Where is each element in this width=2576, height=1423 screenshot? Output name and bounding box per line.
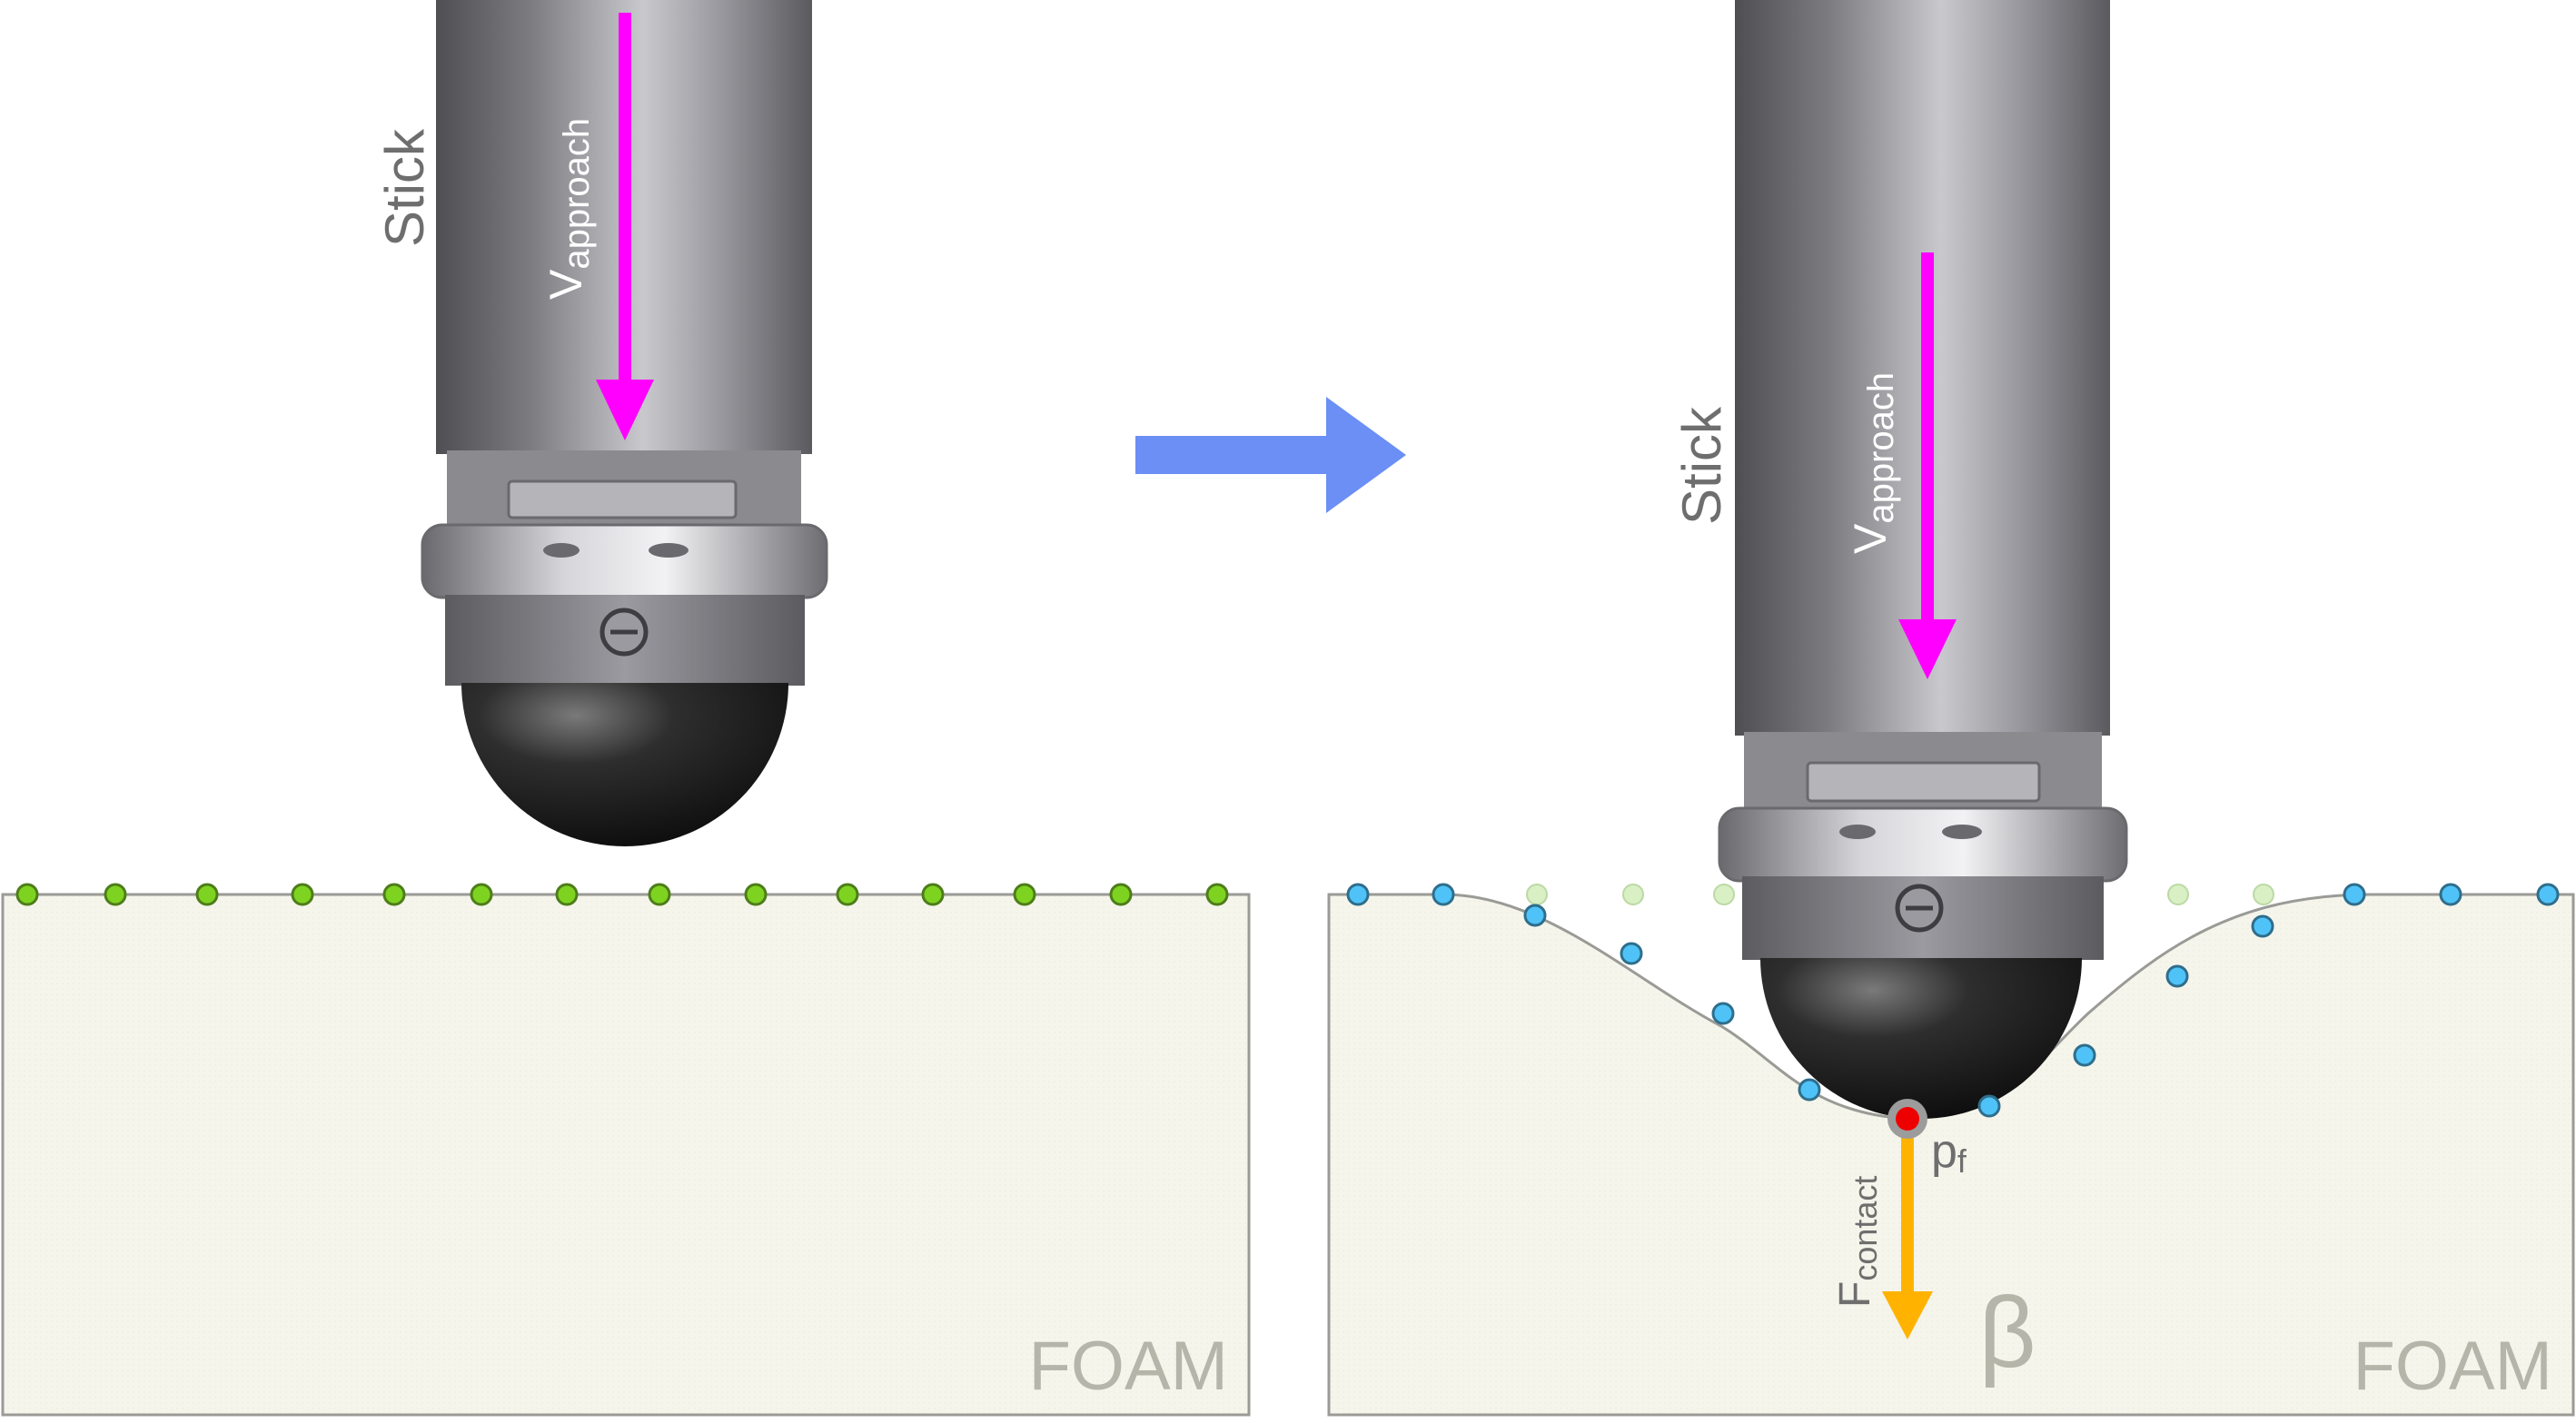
velocity-symbol: V: [540, 269, 591, 300]
ghost-node: [1622, 884, 1644, 905]
deformed-nodes: [1346, 883, 2560, 1118]
rest-node: [744, 883, 768, 906]
deformed-node: [2343, 883, 2366, 906]
transition-arrow: [1135, 397, 1406, 513]
left-velocity-label: Vapproach: [540, 118, 597, 300]
deformed-node: [1346, 883, 1370, 906]
left-sphere-tip: [461, 683, 788, 846]
velocity-subscript: approach: [557, 118, 597, 270]
left-rest-nodes: [15, 883, 1229, 906]
velocity-symbol: V: [1845, 523, 1896, 554]
deformed-node: [1711, 1002, 1735, 1025]
deformed-node: [1798, 1078, 1821, 1102]
right-sphere-tip: [1760, 958, 2082, 1119]
right-stick-label: Stick: [1671, 406, 1732, 525]
left-screw-hole: [543, 543, 580, 558]
left-stick-label: Stick: [374, 128, 435, 247]
contact-point: [1887, 1099, 1927, 1139]
velocity-subscript: approach: [1861, 372, 1901, 524]
deformed-node: [2536, 883, 2560, 906]
left-velocity-arrow: [596, 13, 654, 440]
rest-node: [470, 883, 493, 906]
contact-point-label: pf: [1931, 1125, 1967, 1180]
deformed-node: [2073, 1043, 2096, 1067]
force-symbol: F: [1831, 1281, 1879, 1308]
deformed-node: [2439, 883, 2462, 906]
right-screw-hole: [1839, 825, 1876, 839]
beta-label: β: [1978, 1277, 2036, 1388]
ghost-node: [2253, 884, 2274, 905]
rest-node: [1109, 883, 1133, 906]
right-velocity-label: Vapproach: [1845, 372, 1901, 554]
ghost-rest-nodes: [1526, 884, 2274, 905]
deformed-node: [1620, 942, 1643, 965]
rest-node: [836, 883, 859, 906]
left-stick-slot: [507, 479, 738, 519]
rest-node: [555, 883, 579, 906]
point-subscript: f: [1957, 1142, 1967, 1180]
left-foam-label: FOAM: [1028, 1328, 1228, 1405]
deformed-node: [1523, 904, 1547, 927]
rest-node: [382, 883, 406, 906]
left-screw-hole: [649, 543, 689, 558]
deformed-node: [2165, 964, 2189, 988]
rest-node: [291, 883, 314, 906]
contact-force-arrow: [1882, 1126, 1933, 1339]
contact-force-label: Fcontact: [1831, 1176, 1884, 1308]
right-velocity-arrow: [1898, 252, 1957, 679]
deformed-node: [1977, 1094, 2001, 1118]
rest-node: [1205, 883, 1229, 906]
ghost-node: [1713, 884, 1735, 905]
left-stick-ring: [421, 523, 828, 599]
rest-node: [15, 883, 39, 906]
right-foam-label: FOAM: [2353, 1328, 2552, 1405]
rest-node: [104, 883, 127, 906]
point-symbol: p: [1931, 1125, 1957, 1178]
rest-node: [648, 883, 671, 906]
right-panel: Vapproach Stick pf Fcontact β FOAM: [1327, 0, 2575, 1417]
deformed-node: [1432, 883, 1455, 906]
ghost-node: [2167, 884, 2189, 905]
rest-node: [921, 883, 945, 906]
rest-node: [195, 883, 219, 906]
ghost-node: [1526, 884, 1548, 905]
left-foam-block: [1, 893, 1251, 1417]
force-subscript: contact: [1847, 1176, 1884, 1281]
right-screw-hole: [1942, 825, 1982, 839]
deformed-node: [2251, 914, 2274, 938]
rest-node: [1013, 883, 1036, 906]
right-stick-ring: [1718, 806, 2128, 883]
left-panel: Vapproach Stick FOAM: [1, 0, 1251, 1417]
right-stick-slot: [1806, 761, 2041, 803]
